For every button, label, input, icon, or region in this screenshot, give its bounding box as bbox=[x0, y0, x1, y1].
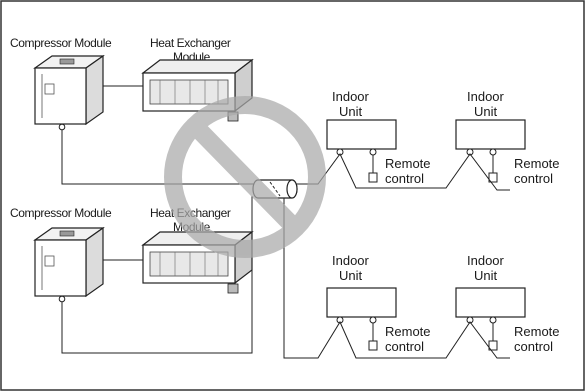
indoor-unit-label-top-2-line2: Unit bbox=[474, 104, 498, 119]
indoor-unit-label-top-1-line1: Indoor bbox=[332, 89, 370, 104]
indoor-unit-top-2: Indoor Unit Remote control bbox=[455, 89, 560, 186]
remote-control-label-bottom-1-line1: Remote bbox=[385, 324, 431, 339]
compressor-module-top bbox=[33, 54, 105, 131]
indoor-link-bottom bbox=[283, 198, 510, 359]
remote-control-label-top-2-line1: Remote bbox=[514, 156, 560, 171]
indoor-unit-label-bottom-2-line2: Unit bbox=[474, 268, 498, 283]
remote-control-label-top-1-line2: control bbox=[385, 171, 424, 186]
compressor-module-bottom bbox=[33, 226, 105, 303]
remote-control-label-bottom-2-line2: control bbox=[514, 339, 553, 354]
remote-control-label-bottom-2-line1: Remote bbox=[514, 324, 560, 339]
indoor-unit-label-bottom-2-line1: Indoor bbox=[467, 253, 505, 268]
remote-control-label-top-2-line2: control bbox=[514, 171, 553, 186]
indoor-unit-label-bottom-1-line2: Unit bbox=[339, 268, 363, 283]
indoor-unit-bottom-2: Indoor Unit Remote control bbox=[455, 253, 560, 354]
indoor-unit-bottom-1: Indoor Unit Remote control bbox=[326, 253, 431, 354]
group-top: Compressor Module Heat Exchanger Module bbox=[10, 36, 560, 191]
remote-control-label-bottom-1-line2: control bbox=[385, 339, 424, 354]
indoor-unit-top-1: Indoor Unit Remote control bbox=[326, 89, 431, 186]
indoor-unit-label-top-2-line1: Indoor bbox=[467, 89, 505, 104]
indoor-unit-label-bottom-1-line1: Indoor bbox=[332, 253, 370, 268]
compressor-label-bottom: Compressor Module bbox=[10, 206, 112, 220]
compressor-label-top: Compressor Module bbox=[10, 36, 112, 50]
prohibited-icon bbox=[164, 96, 326, 258]
indoor-unit-label-top-1-line2: Unit bbox=[339, 104, 363, 119]
heat-exchanger-label-top-line1: Heat Exchanger bbox=[150, 36, 231, 50]
group-bottom: Compressor Module Heat Exchanger Module bbox=[10, 196, 560, 359]
remote-control-label-top-1-line1: Remote bbox=[385, 156, 431, 171]
